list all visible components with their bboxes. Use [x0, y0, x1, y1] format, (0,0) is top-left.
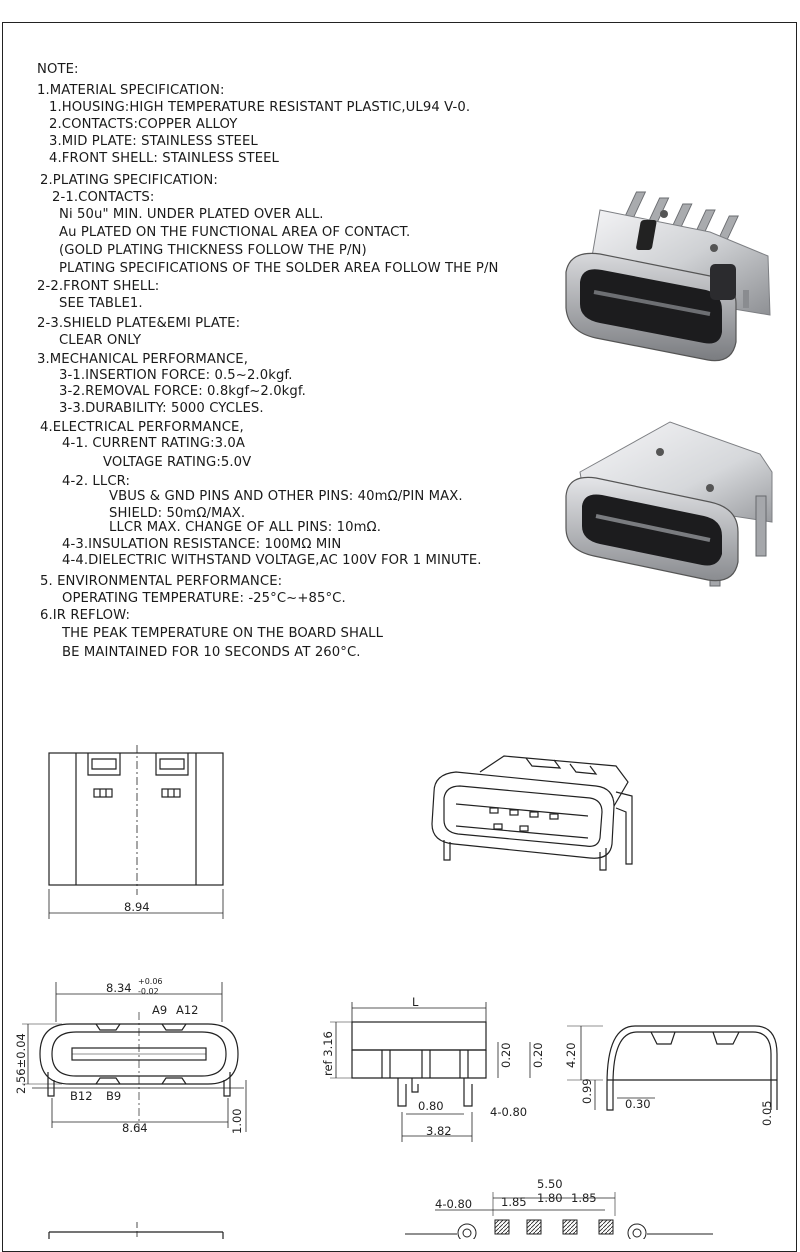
reflow-title: 6.IR REFLOW: — [40, 608, 131, 623]
bottom-partial-outline — [48, 1222, 224, 1239]
dim-end-height: 4.20 — [564, 1042, 578, 1068]
llcr-line: LLCR MAX. CHANGE OF ALL PINS: 10mΩ. — [109, 520, 382, 535]
dim-side-382: 3.82 — [426, 1124, 452, 1138]
connector-photo-top — [565, 191, 771, 362]
pin-label-b12: B12 — [70, 1089, 93, 1103]
mechanical-item: 3-3.DURABILITY: 5000 CYCLES. — [59, 401, 264, 416]
dim-front-pin-height: 1.00 — [230, 1108, 244, 1134]
connector-photo-front — [565, 421, 773, 587]
dim-side-4x080: 4-0.80 — [490, 1105, 527, 1119]
plating-shell-title: 2-2.FRONT SHELL: — [37, 279, 160, 294]
notes-heading: NOTE: — [37, 62, 79, 77]
mechanical-item: 3-1.INSERTION FORCE: 0.5~2.0kgf. — [59, 368, 293, 383]
plating-contacts-line: Ni 50u" MIN. UNDER PLATED OVER ALL. — [59, 207, 324, 222]
dim-front-tol-minus: -0.02 — [138, 987, 159, 996]
mechanical-item: 3-2.REMOVAL FORCE: 0.8kgf~2.0kgf. — [59, 384, 306, 399]
dim-side-020a: 0.20 — [499, 1042, 513, 1068]
dim-side-080: 0.80 — [418, 1099, 444, 1113]
dim-side-ref-height: ref 3.16 — [321, 1031, 335, 1076]
dim-pcb-total: 5.50 — [537, 1177, 563, 1191]
material-title: 1.MATERIAL SPECIFICATION: — [37, 83, 225, 98]
plating-shell-line: SEE TABLE1. — [59, 296, 143, 311]
pin-label-b9: B9 — [106, 1089, 121, 1103]
dim-end-005: 0.05 — [760, 1100, 774, 1126]
pin-label-a12: A12 — [176, 1003, 199, 1017]
pcb-footprint-drawing: 5.50 4-0.80 1.85 1.80 1.85 — [405, 1177, 713, 1239]
plating-title: 2.PLATING SPECIFICATION: — [40, 173, 218, 188]
material-item: 3.MID PLATE: STAINLESS STEEL — [49, 134, 258, 149]
llcr-line: SHIELD: 50mΩ/MAX. — [109, 506, 246, 521]
operating-temperature: OPERATING TEMPERATURE: -25°C~+85°C. — [62, 591, 346, 606]
material-item: 4.FRONT SHELL: STAINLESS STEEL — [49, 151, 280, 166]
plating-shield-line: CLEAR ONLY — [59, 333, 142, 348]
electrical-title: 4.ELECTRICAL PERFORMANCE, — [40, 420, 244, 435]
plating-contacts-line: PLATING SPECIFICATIONS OF THE SOLDER ARE… — [59, 261, 499, 276]
isometric-drawing — [431, 755, 633, 871]
pin-label-a9: A9 — [152, 1003, 167, 1017]
dim-side-020b: 0.20 — [531, 1042, 545, 1068]
top-view-drawing: 8.94 — [48, 745, 224, 919]
dim-end-030: 0.30 — [625, 1097, 651, 1111]
environmental-title: 5. ENVIRONMENTAL PERFORMANCE: — [40, 574, 283, 589]
front-view-drawing: 8.34 +0.06 -0.02 A9 A12 B12 B9 8.64 2.56… — [14, 977, 247, 1135]
side-view-drawing: L ref 3.16 0.20 0.20 0.80 4-0.80 3.82 — [321, 996, 545, 1142]
plating-contacts-title: 2-1.CONTACTS: — [52, 190, 155, 205]
dim-front-total-width: 8.64 — [122, 1121, 148, 1135]
dim-pcb-180: 1.80 — [537, 1191, 563, 1205]
reflow-line: THE PEAK TEMPERATURE ON THE BOARD SHALL — [62, 626, 384, 641]
dim-pcb-4x080: 4-0.80 — [435, 1197, 472, 1211]
dim-end-099: 0.99 — [580, 1078, 594, 1104]
plating-shield-title: 2-3.SHIELD PLATE&EMI PLATE: — [37, 316, 241, 331]
notes-section: NOTE: 1.MATERIAL SPECIFICATION: 1.HOUSIN… — [37, 62, 499, 660]
plating-contacts-line: (GOLD PLATING THICKNESS FOLLOW THE P/N) — [59, 243, 367, 258]
dim-top-width: 8.94 — [124, 900, 150, 914]
llcr-title: 4-2. LLCR: — [62, 474, 131, 489]
reflow-line: BE MAINTAINED FOR 10 SECONDS AT 260°C. — [62, 645, 361, 660]
material-item: 1.HOUSING:HIGH TEMPERATURE RESISTANT PLA… — [49, 100, 471, 115]
insulation-resistance: 4-3.INSULATION RESISTANCE: 100MΩ MIN — [62, 537, 342, 552]
dim-pcb-185a: 1.85 — [501, 1195, 527, 1209]
dim-pcb-185b: 1.85 — [571, 1191, 597, 1205]
dim-front-tol-plus: +0.06 — [138, 977, 163, 986]
dim-side-length: L — [412, 996, 419, 1009]
mechanical-title: 3.MECHANICAL PERFORMANCE, — [37, 352, 249, 367]
material-item: 2.CONTACTS:COPPER ALLOY — [49, 117, 238, 132]
dim-front-height: 2.56±0.04 — [14, 1033, 28, 1094]
end-view-drawing: 4.20 0.99 0.30 0.05 — [564, 1025, 778, 1126]
llcr-line: VBUS & GND PINS AND OTHER PINS: 40mΩ/PIN… — [109, 489, 463, 504]
dim-front-width: 8.34 — [106, 981, 132, 995]
dielectric-voltage: 4-4.DIELECTRIC WITHSTAND VOLTAGE,AC 100V… — [62, 553, 482, 568]
current-rating: 4-1. CURRENT RATING:3.0A — [62, 436, 246, 451]
voltage-rating: VOLTAGE RATING:5.0V — [103, 455, 252, 470]
plating-contacts-line: Au PLATED ON THE FUNCTIONAL AREA OF CONT… — [59, 225, 411, 240]
